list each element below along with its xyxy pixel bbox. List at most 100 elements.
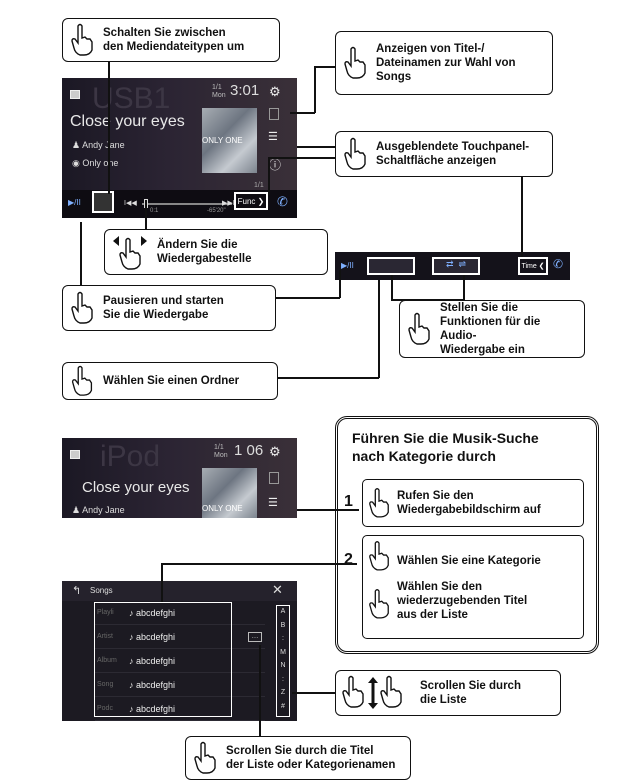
song-label: abcdefghi	[136, 703, 176, 714]
hand-pointer-icon	[408, 312, 430, 345]
alpha-index-letter[interactable]: #	[281, 702, 285, 710]
func-button[interactable]: Func ❯	[234, 192, 268, 210]
track-count: 1/1	[212, 84, 222, 91]
callout-pause-start: Pausieren und starten Sie die Wiedergabe	[62, 285, 276, 331]
song-label: abcdefghi	[136, 607, 176, 618]
list-icon-2[interactable]: ☰	[268, 497, 278, 509]
hand-pointer-icon	[369, 589, 389, 619]
list-item[interactable]: Playli ♪ abcdefghi	[95, 601, 265, 625]
time-button[interactable]: Time ❮	[518, 257, 548, 275]
step1-number: 1	[344, 493, 353, 510]
clock: 3:01	[230, 82, 260, 99]
time-remaining: -65'20"	[207, 208, 226, 214]
song-item[interactable]: ♪ abcdefghi	[129, 632, 175, 642]
callout-select-folder: Wählen Sie einen Ordner	[62, 362, 278, 400]
pause-play-button-2[interactable]: ▶/II	[341, 261, 354, 270]
close-icon[interactable]: ✕	[272, 582, 283, 597]
connector-line	[297, 509, 359, 511]
connector-line	[259, 645, 261, 736]
connector-line	[145, 200, 147, 229]
alpha-index-letter[interactable]: B	[280, 621, 286, 629]
step1-box: Rufen Sie den Wiedergabebildschirm auf	[362, 479, 584, 527]
list-icon[interactable]: ☰	[268, 131, 278, 143]
media-switch-button[interactable]	[92, 191, 114, 213]
callout-scroll-titles: Scrollen Sie durch die Titel der Liste o…	[185, 736, 411, 780]
connector-line	[378, 280, 380, 378]
list-item[interactable]: Artist ♪ abcdefghi	[95, 625, 265, 649]
connector-line	[463, 275, 465, 300]
category-item[interactable]: Artist	[97, 633, 113, 640]
pause-play-button[interactable]: ▶/II	[68, 198, 81, 207]
alpha-index-letter[interactable]: :	[282, 635, 284, 642]
hand-pointer-icon	[194, 741, 216, 774]
repeat-random-buttons[interactable]: ⇄ ⇌	[432, 257, 480, 275]
connector-line	[108, 62, 110, 194]
callout-hidden-touch: Ausgeblendete Touchpanel- Schaltfläche a…	[335, 131, 553, 177]
day-label: Mon	[212, 92, 226, 99]
info-icon[interactable]: ⓘ	[269, 158, 282, 172]
phone-icon[interactable]: ✆	[277, 194, 288, 209]
connector-line	[268, 157, 335, 159]
gear-icon[interactable]: ⚙	[269, 84, 281, 99]
song-label: abcdefghi	[136, 631, 176, 642]
category-item[interactable]: Playli	[97, 609, 114, 616]
hidden-touch-bar: ▶/II ⇄ ⇌ Time ❮ ✆	[335, 252, 570, 280]
list-item[interactable]: Song ♪ abcdefghi	[95, 673, 265, 697]
step2-number: 2	[344, 551, 353, 568]
song-item[interactable]: ♪ abcdefghi	[129, 680, 175, 690]
connector-line	[278, 377, 379, 379]
connector-line	[292, 692, 335, 694]
album-art-text: ONLY ONE	[202, 136, 243, 145]
song-item[interactable]: ♪ abcdefghi	[129, 608, 175, 618]
list-header	[62, 581, 297, 601]
connector-line	[297, 146, 335, 148]
time-button-label: Time	[521, 262, 537, 270]
list-item[interactable]: Album ♪ abcdefghi	[95, 649, 265, 673]
back-icon[interactable]: ↰	[72, 585, 82, 597]
connector-line	[521, 177, 523, 257]
folder-buttons[interactable]	[367, 257, 415, 275]
func-button-label: Func	[237, 196, 256, 206]
music-note-icon: ♪	[129, 679, 137, 690]
album-name: ◉ Only one	[72, 158, 119, 168]
time-elapsed: 0:1	[150, 208, 159, 214]
alpha-index-letter[interactable]: M	[280, 648, 286, 656]
song-label: abcdefghi	[136, 655, 176, 666]
alpha-index-letter[interactable]: Z	[280, 689, 286, 696]
hand-pointer-icon	[71, 365, 93, 396]
artist-name-2: ♟ Andy Jane	[72, 505, 125, 515]
playback-screen-ipod: iPod Close your eyes ♟ Andy Jane ONLY ON…	[62, 438, 297, 518]
track-count-2: 1/1	[214, 444, 224, 451]
hand-drag-icon	[113, 236, 147, 270]
song-item[interactable]: ♪ abcdefghi	[129, 656, 175, 666]
list-title: Songs	[90, 586, 113, 595]
phone-icon-2[interactable]: ✆	[553, 257, 564, 271]
next-track-button[interactable]: ▶▶I	[222, 200, 235, 207]
media-type-icon-2[interactable]	[70, 450, 80, 459]
connector-line	[80, 222, 82, 285]
callout-change-position: Ändern Sie die Wiedergabestelle	[104, 229, 328, 275]
media-type-icon[interactable]	[70, 90, 80, 99]
gear-icon-2[interactable]: ⚙	[269, 444, 281, 459]
seek-bar[interactable]	[142, 203, 232, 205]
category-item[interactable]: Song	[97, 681, 114, 688]
callout-scroll-list: Scrollen Sie durch die Liste	[335, 670, 561, 716]
song-item[interactable]: ♪ abcdefghi	[129, 704, 175, 714]
song-title: Close your eyes	[70, 113, 185, 130]
callout-show-titles: Anzeigen von Titel-/ Dateinamen zur Wahl…	[335, 31, 553, 95]
status-icon-2	[269, 472, 279, 484]
more-button[interactable]: …	[248, 632, 262, 642]
alpha-index-letter[interactable]: N	[280, 662, 286, 669]
prev-track-button[interactable]: I◀◀	[124, 200, 137, 207]
artist-name: ♟ Andy Jane	[72, 140, 125, 150]
alpha-index-letter[interactable]: A	[280, 608, 286, 615]
alpha-index-letter[interactable]: :	[282, 675, 284, 683]
music-note-icon: ♪	[129, 607, 137, 618]
list-item[interactable]: Podc ♪ abcdefghi	[95, 697, 265, 721]
category-item[interactable]: Album	[97, 657, 117, 664]
hand-pointer-icon	[344, 46, 366, 79]
album-art-text-2: ONLY ONE	[202, 504, 243, 513]
category-item[interactable]: Podc	[97, 705, 113, 712]
